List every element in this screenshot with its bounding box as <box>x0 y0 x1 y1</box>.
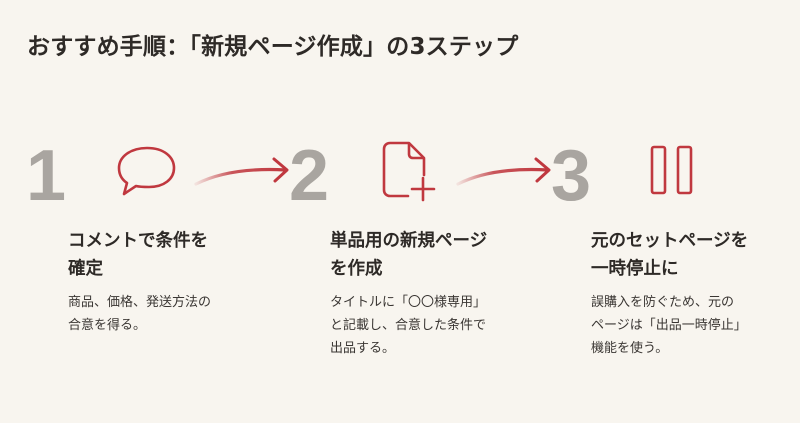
arrow-right-icon <box>456 157 551 186</box>
arrow-right-icon <box>194 157 289 186</box>
step-description: 商品、価格、発送方法の 合意を得る。 <box>68 295 212 333</box>
speech-bubble-icon <box>117 146 176 196</box>
new-document-icon <box>382 141 436 202</box>
step-heading: コメントで条件を 確定 <box>68 231 208 279</box>
step-description: タイトルに「〇〇様専用」 と記載し、合意した条件で 出品する。 <box>330 295 487 356</box>
step-number: 2 <box>289 136 330 216</box>
page-title: おすすめ手順：「新規ページ作成」の3ステップ <box>27 34 519 60</box>
step-description: 誤購入を防ぐため、元の ページは「出品一時停止」 機能を使う。 <box>591 295 747 356</box>
step-heading: 単品用の新規ページ を作成 <box>330 231 488 279</box>
step-number: 3 <box>551 136 592 216</box>
step-heading: 元のセットページを 一時停止に <box>591 231 749 279</box>
step-number: 1 <box>26 136 67 216</box>
pause-icon <box>650 145 693 195</box>
